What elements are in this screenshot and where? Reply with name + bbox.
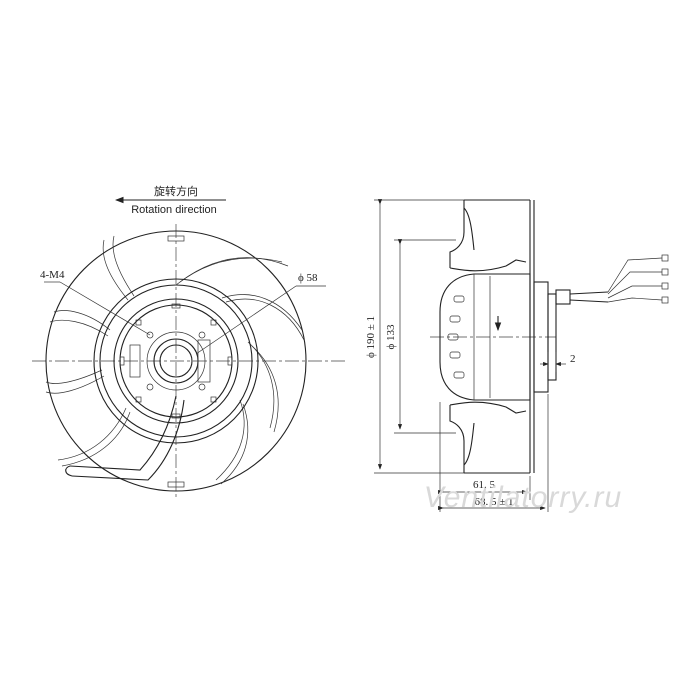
- watermark: Ventilatorry.ru: [424, 481, 622, 514]
- blade-curve-top: [463, 207, 475, 251]
- side-view: ϕ 190 ± 1 ϕ 133: [365, 199, 669, 512]
- front-view: 旋转方向 Rotation direction: [32, 184, 348, 500]
- rotation-label-en: Rotation direction: [131, 204, 217, 216]
- shroud-top: [449, 259, 527, 272]
- holes-leader: [59, 281, 151, 336]
- blade-curve-bottom: [463, 422, 475, 466]
- holes-callout: 4-M4: [40, 269, 65, 281]
- motor-fins: [447, 295, 465, 379]
- cable-gland: [555, 289, 571, 305]
- motor-rotor-outer: [113, 298, 239, 424]
- rating-label: [129, 344, 141, 378]
- inlet-ring-inner: [99, 284, 253, 438]
- dim-depth-total: 68. 5 ± 1: [474, 496, 513, 508]
- nameplate: [197, 339, 211, 383]
- diameter-leader: [195, 285, 297, 355]
- rotation-label-cn: 旋转方向: [154, 184, 198, 198]
- motor-body: [439, 273, 531, 401]
- dim-outer-diameter: ϕ 190 ± 1: [365, 316, 377, 358]
- impeller-blades: [45, 235, 305, 485]
- impeller-profile-bottom-front: [449, 405, 465, 473]
- cable-sheath: [569, 291, 609, 303]
- cable-leads: [607, 254, 669, 304]
- balance-mark-bottom: [167, 481, 185, 488]
- hub-inner: [159, 344, 193, 378]
- shroud-bottom: [449, 401, 527, 414]
- cable-upper-edge: [69, 395, 177, 471]
- dim-depth-short: 61. 5: [473, 479, 496, 491]
- dim-offset: 2: [570, 353, 576, 365]
- rear-cap: [547, 293, 557, 381]
- impeller-profile-top-front: [449, 200, 465, 268]
- bolt-circle: [146, 331, 206, 391]
- cable-lower-edge: [71, 399, 185, 481]
- diameter-callout: ϕ 58: [298, 272, 318, 284]
- mounting-holes: [146, 331, 206, 391]
- balance-mark-top: [167, 235, 185, 242]
- inlet-ring: [93, 278, 259, 444]
- cable-end: [65, 465, 73, 477]
- dim-inner-diameter: ϕ 133: [385, 324, 397, 350]
- impeller-outer-ring: [45, 230, 307, 492]
- ventilation-slots: [119, 303, 233, 419]
